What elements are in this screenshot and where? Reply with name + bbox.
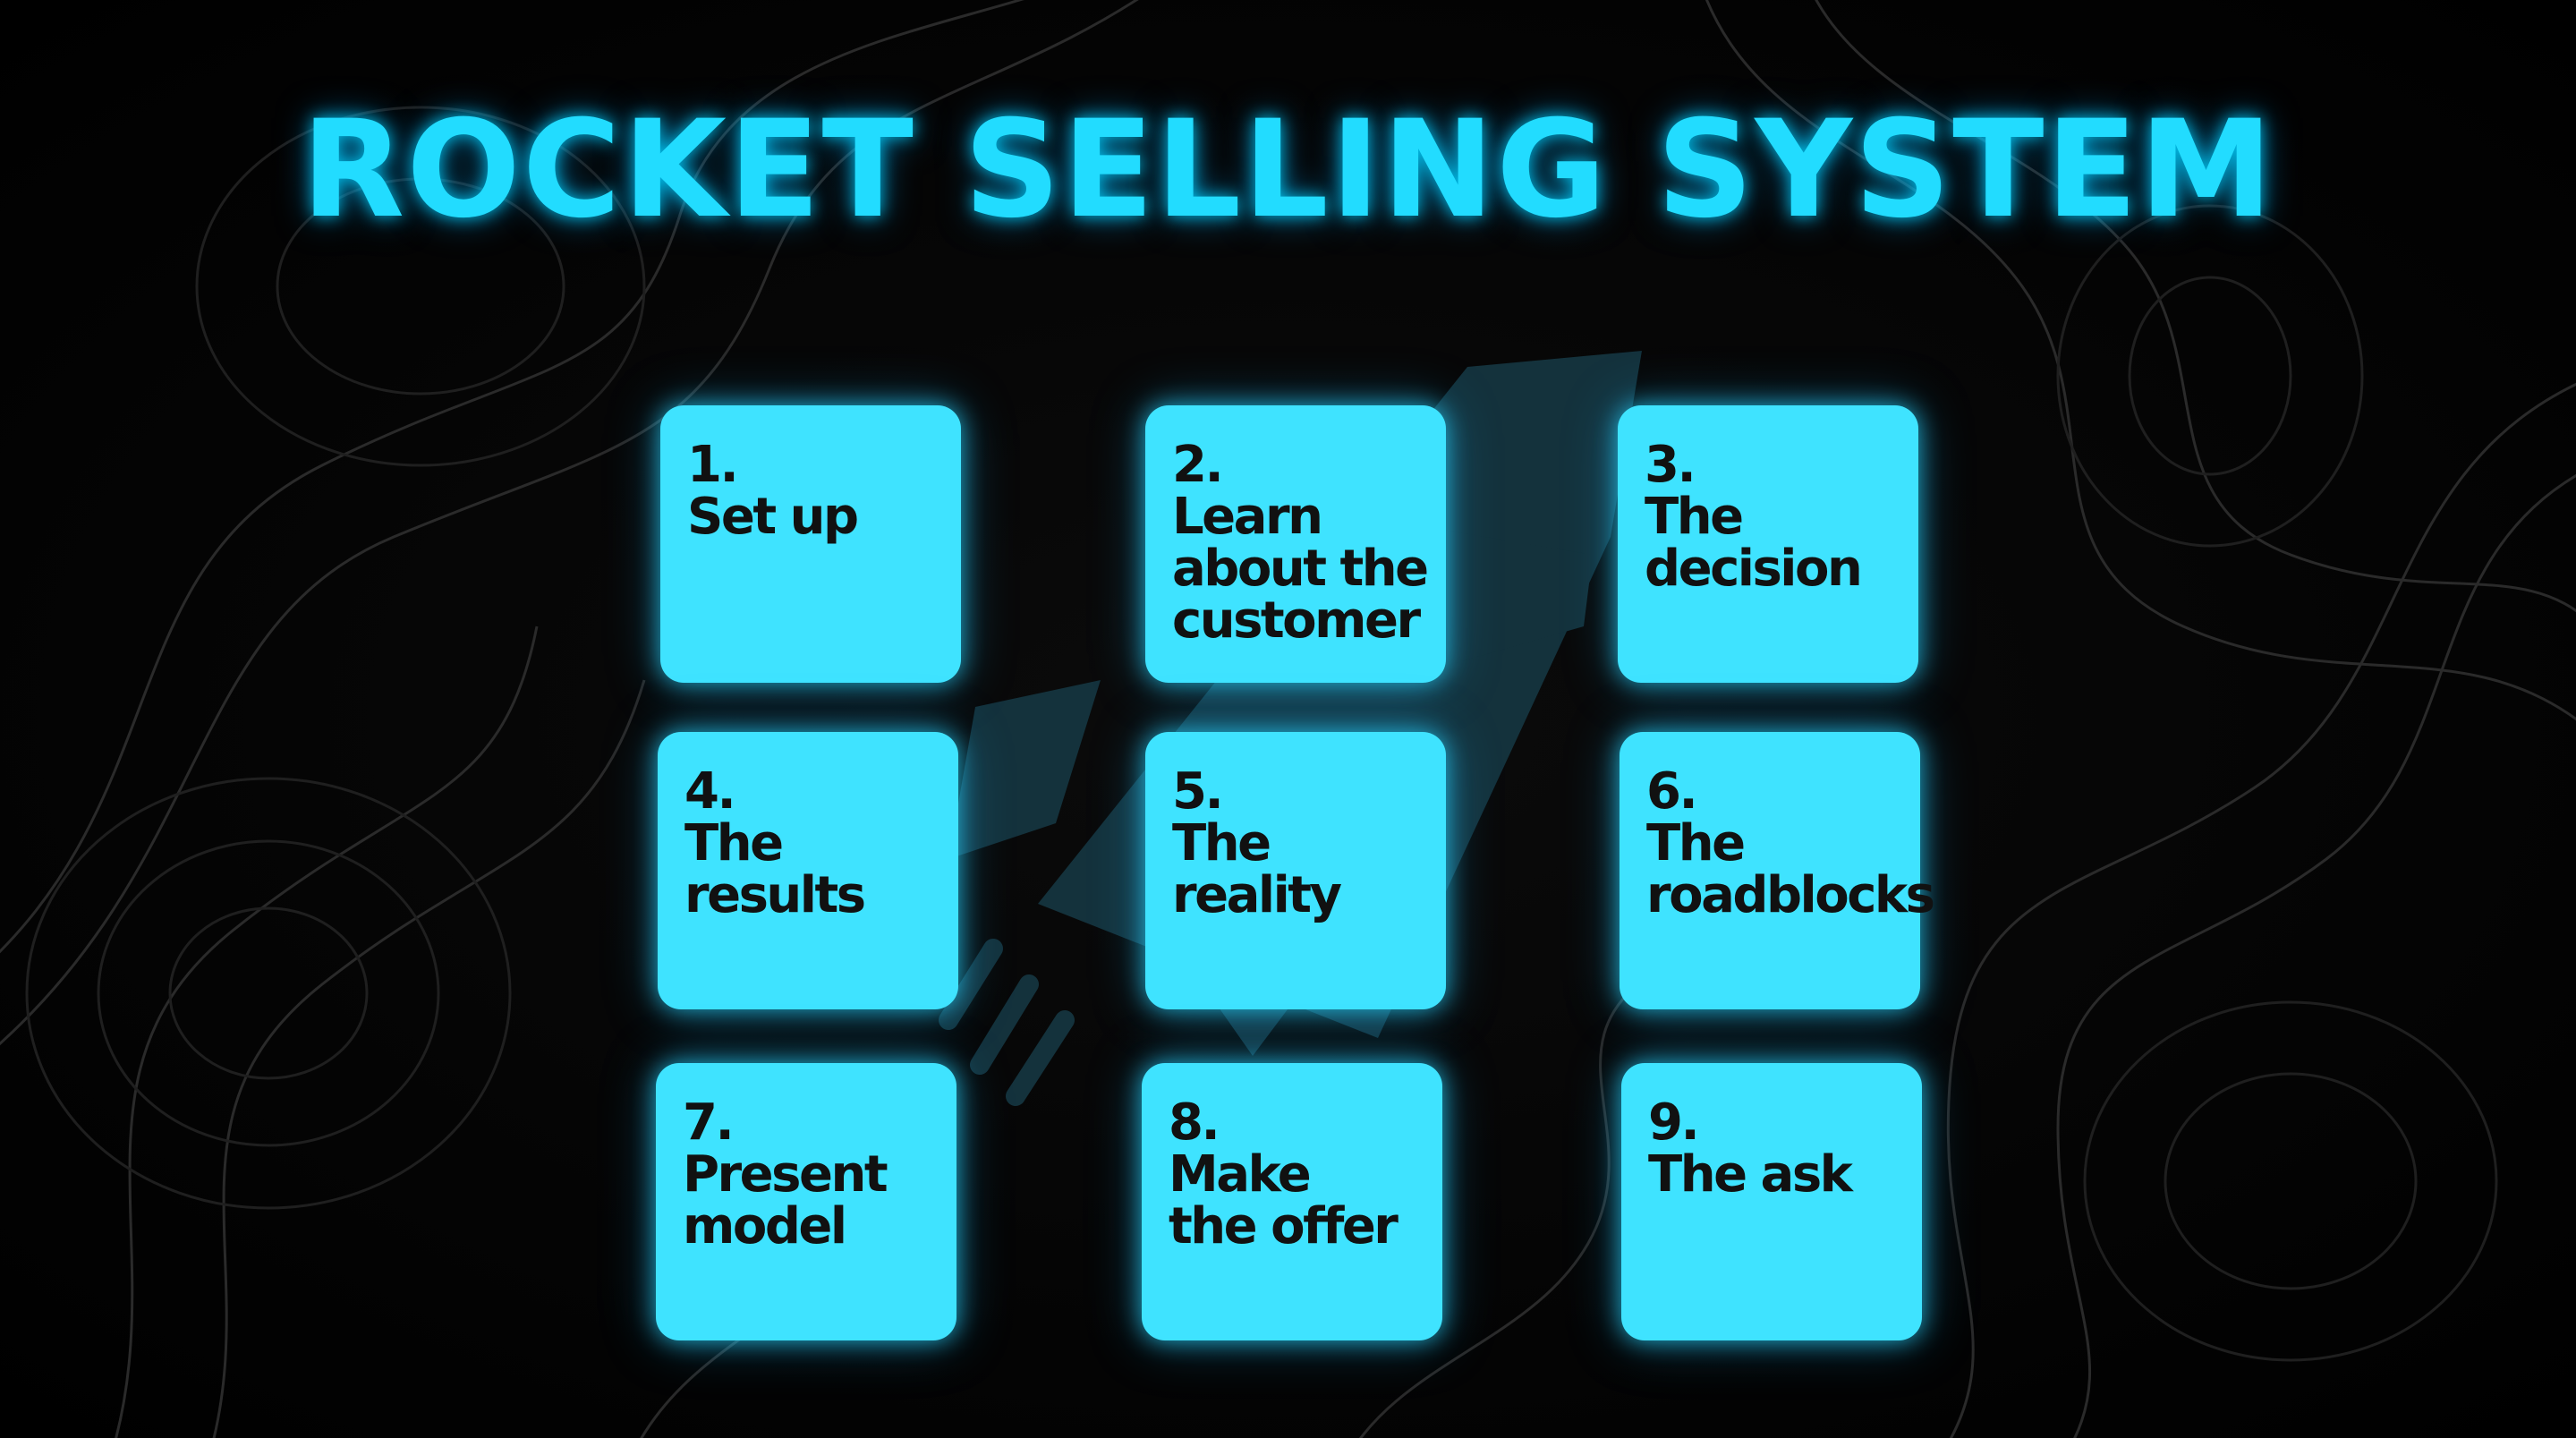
page-title: ROCKET SELLING SYSTEM	[301, 92, 2275, 248]
step-card-8: 8. Make the offer	[1142, 1063, 1442, 1340]
step-card-9: 9. The ask	[1621, 1063, 1922, 1340]
step-label: Set up	[687, 488, 859, 546]
step-card-6: 6. The roadblocks	[1620, 732, 1935, 1009]
step-label: The decision	[1645, 488, 1863, 598]
step-label: The results	[684, 814, 866, 924]
step-label: Make the offer	[1169, 1145, 1399, 1255]
step-number: 6.	[1646, 762, 1698, 821]
step-number: 9.	[1648, 1093, 1700, 1152]
step-card-2: 2. Learn about the customer	[1145, 405, 1446, 683]
step-number: 8.	[1169, 1093, 1220, 1152]
step-label: Learn about the customer	[1172, 488, 1429, 650]
step-label: Present model	[683, 1145, 888, 1255]
step-number: 2.	[1172, 436, 1224, 494]
step-number: 5.	[1172, 762, 1224, 821]
step-label: The ask	[1648, 1145, 1853, 1204]
step-card-7: 7. Present model	[656, 1063, 956, 1340]
step-number: 1.	[687, 436, 739, 494]
step-number: 7.	[683, 1093, 735, 1152]
step-label: The roadblocks	[1646, 814, 1935, 924]
step-number: 4.	[684, 762, 736, 821]
step-card-4: 4. The results	[658, 732, 958, 1009]
step-card-1: 1. Set up	[660, 405, 961, 683]
step-label: The reality	[1172, 814, 1342, 924]
step-card-5: 5. The reality	[1145, 732, 1446, 1009]
step-card-3: 3. The decision	[1618, 405, 1918, 683]
step-number: 3.	[1645, 436, 1696, 494]
